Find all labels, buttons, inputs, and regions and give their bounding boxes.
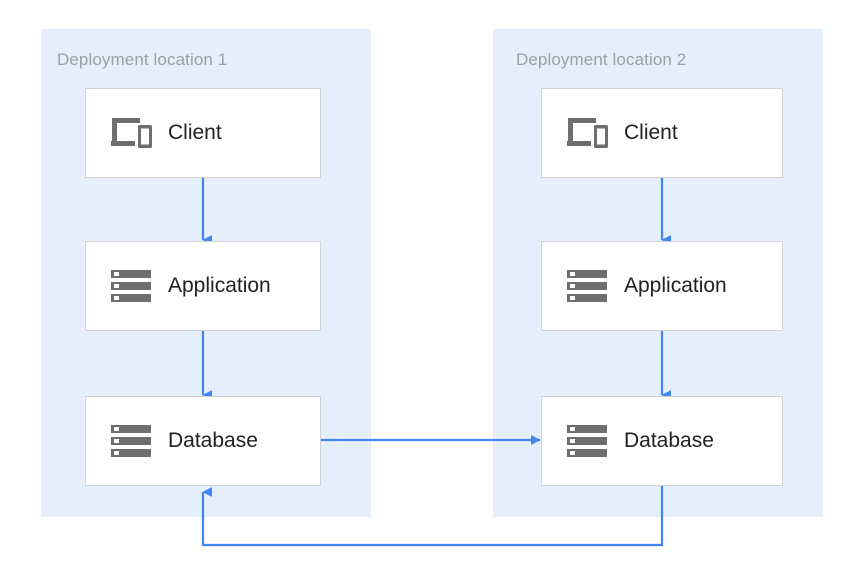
node-application-1[interactable]: Application	[85, 241, 321, 331]
node-client-1[interactable]: Client	[85, 88, 321, 178]
devices-icon	[560, 116, 614, 150]
server-icon	[104, 269, 158, 303]
node-label-database-2: Database	[624, 429, 714, 452]
node-client-2[interactable]: Client	[541, 88, 783, 178]
region-label-deployment-location-1: Deployment location 1	[57, 50, 228, 69]
node-application-2[interactable]: Application	[541, 241, 783, 331]
node-label-client-1: Client	[168, 121, 222, 144]
node-label-database-1: Database	[168, 429, 258, 452]
node-database-2[interactable]: Database	[541, 396, 783, 486]
node-database-1[interactable]: Database	[85, 396, 321, 486]
node-label-application-1: Application	[168, 274, 271, 297]
devices-icon	[104, 116, 158, 150]
server-icon	[560, 269, 614, 303]
server-icon	[104, 424, 158, 458]
node-label-client-2: Client	[624, 121, 678, 144]
node-label-application-2: Application	[624, 274, 727, 297]
server-icon	[560, 424, 614, 458]
region-label-deployment-location-2: Deployment location 2	[516, 50, 687, 69]
